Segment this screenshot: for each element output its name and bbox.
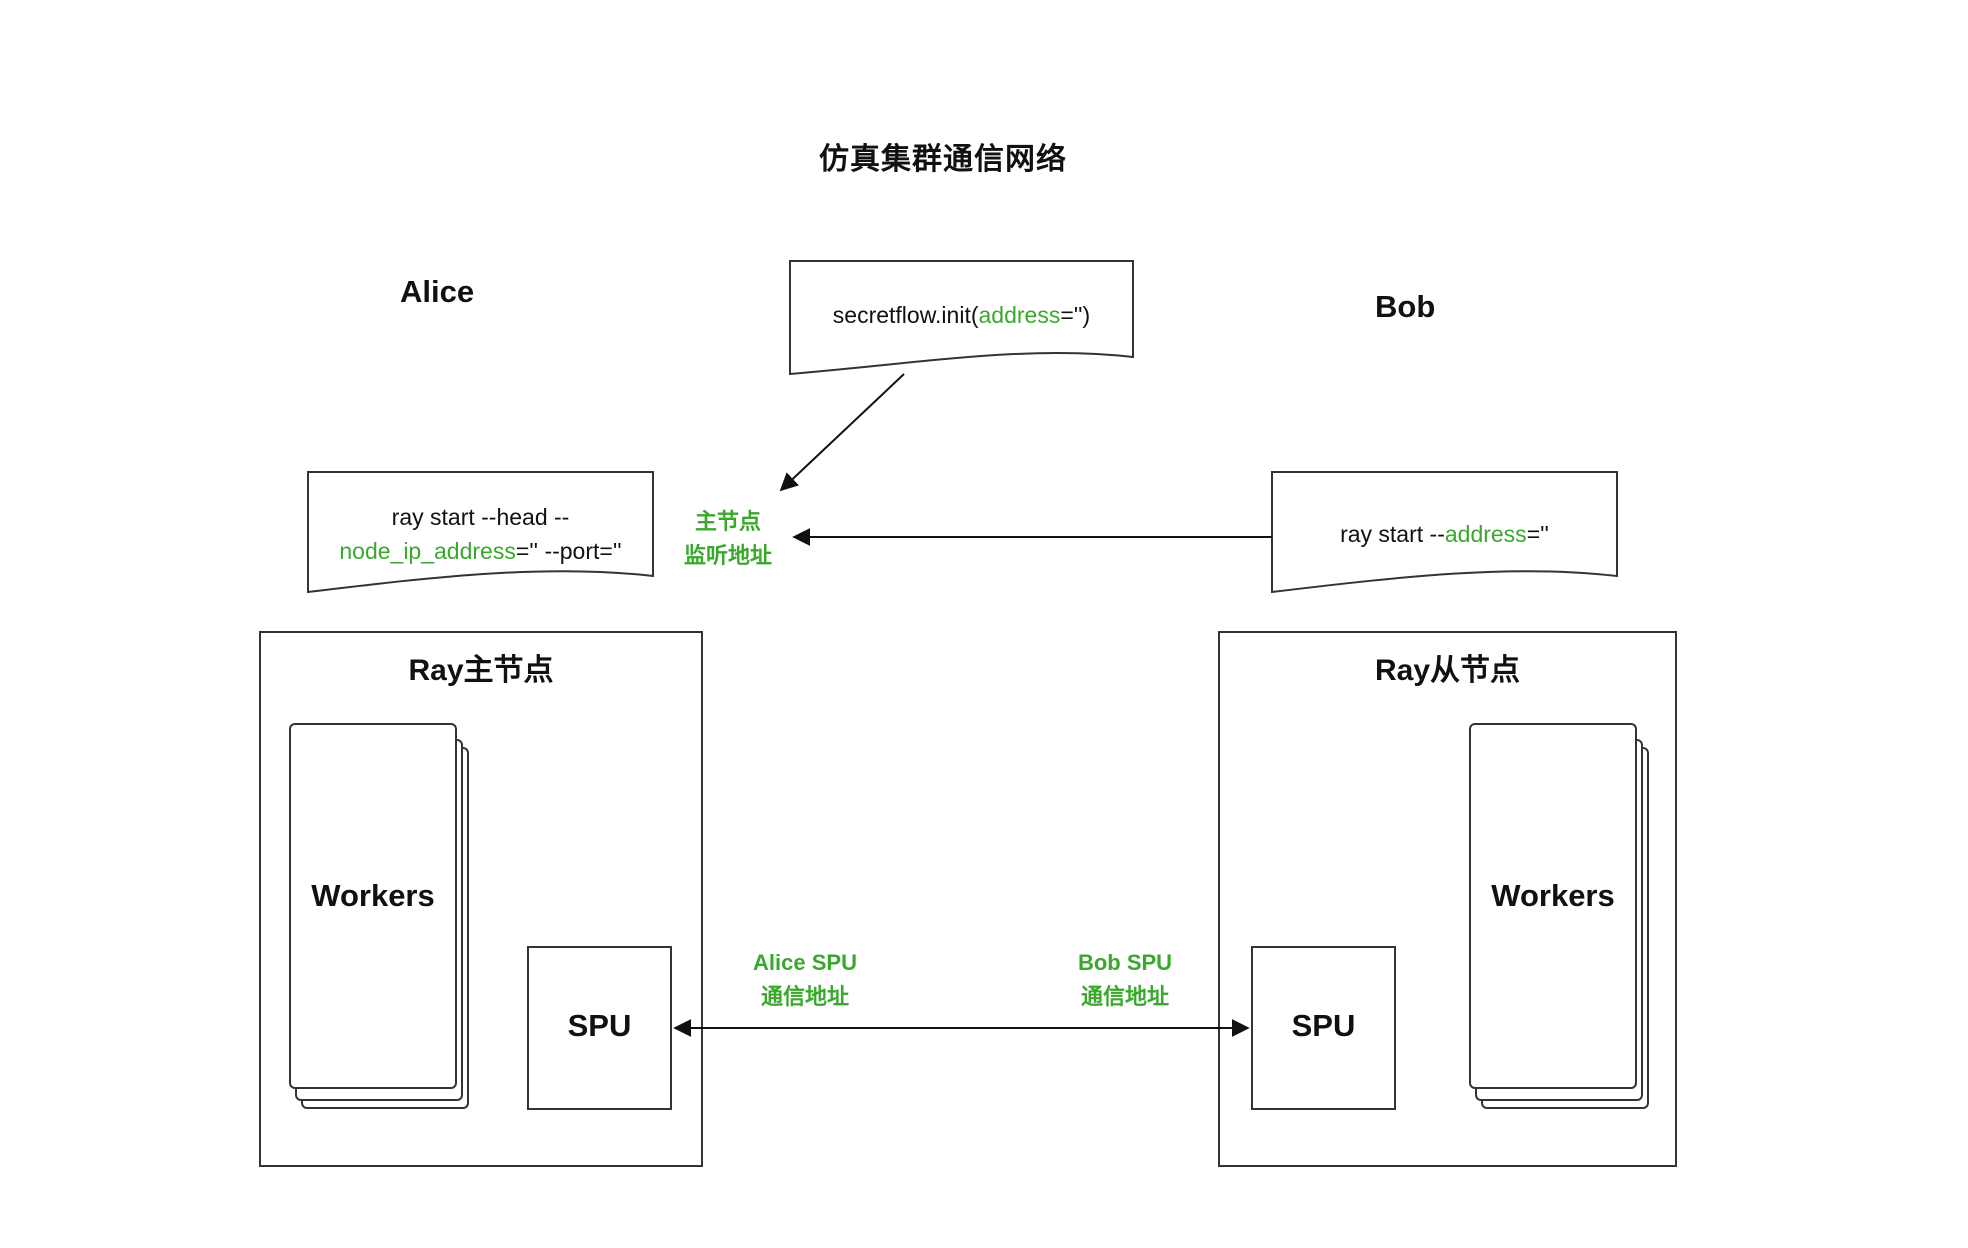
- bob-command-suffix: ='': [1526, 521, 1549, 547]
- init-to-head-arrow: [779, 373, 905, 492]
- bob-command: ray start --address='': [1272, 517, 1617, 551]
- bob-spu-address-line1: Bob SPU: [1077, 950, 1173, 975]
- alice-spu-address-line1: Alice SPU: [753, 950, 857, 975]
- init-command-suffix: =''): [1060, 302, 1091, 328]
- alice-command-line2-rest: ='' --port='': [515, 538, 622, 564]
- init-document-shape: [789, 260, 1134, 376]
- alice-command-line2: node_ip_address='' --port='': [308, 534, 653, 568]
- init-command-prefix: secretflow.init(: [832, 302, 979, 328]
- bob-cmd-document-shape: [1271, 471, 1618, 594]
- alice-workers-label: Workers: [311, 878, 435, 913]
- init-command: secretflow.init(address=''): [790, 298, 1133, 332]
- alice-spu-label: SPU: [567, 1008, 632, 1043]
- head-listen-address-label: 主节点 监听地址: [668, 505, 788, 573]
- alice-label: Alice: [400, 274, 475, 309]
- bob-label: Bob: [1375, 289, 1436, 324]
- alice-spu-address-label: Alice SPU 通信地址: [730, 946, 880, 1014]
- bob-command-prefix: ray start --: [1340, 521, 1445, 547]
- alice-workers-box: [289, 723, 457, 1089]
- alice-command: ray start --head -- node_ip_address='' -…: [308, 500, 653, 568]
- bob-workers-label: Workers: [1491, 878, 1615, 913]
- bob-spu-address-label: Bob SPU 通信地址: [1060, 946, 1190, 1014]
- ray-worker-node-title: Ray从节点: [1374, 654, 1521, 687]
- head-listen-line2: 监听地址: [683, 543, 772, 568]
- init-address-param: address: [978, 302, 1061, 328]
- bob-address-param: address: [1444, 521, 1527, 547]
- diagram-title: 仿真集群通信网络: [819, 143, 1067, 176]
- head-listen-line1: 主节点: [694, 509, 761, 534]
- alice-spu-address-line2: 通信地址: [760, 984, 849, 1009]
- ray-head-node-title: Ray主节点: [408, 654, 554, 687]
- bob-spu-box: [1251, 946, 1396, 1110]
- alice-node-ip-param: node_ip_address: [339, 538, 516, 564]
- bob-spu-label: SPU: [1291, 1008, 1356, 1043]
- alice-cmd-document-shape: [307, 471, 654, 594]
- alice-command-line1: ray start --head --: [391, 504, 570, 530]
- alice-spu-box: [527, 946, 672, 1110]
- bob-spu-address-line2: 通信地址: [1080, 984, 1169, 1009]
- bob-workers-box: [1469, 723, 1637, 1089]
